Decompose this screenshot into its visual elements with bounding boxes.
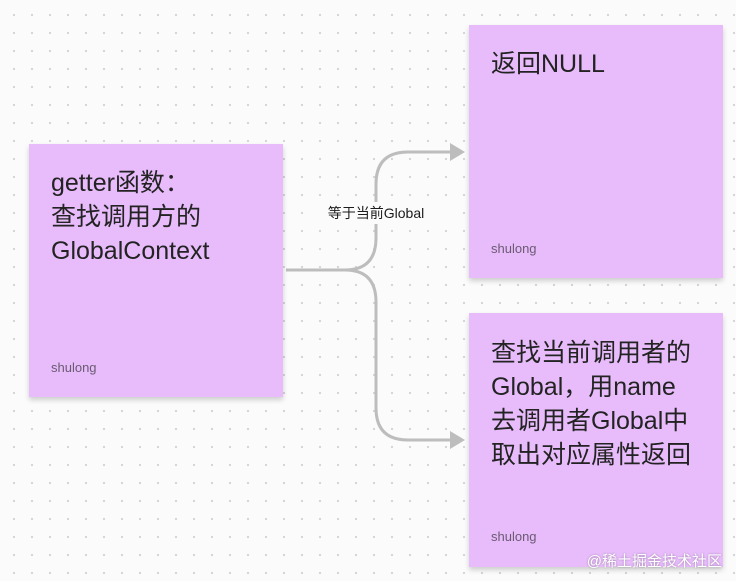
sticky-note-getter[interactable]: getter函数： 查找调用方的 GlobalContext shulong [29,144,283,397]
edge-label: 等于当前Global [305,202,447,224]
sticky-note-lookup-global[interactable]: 查找当前调用者的 Global，用name 去调用者Global中 取出对应属性… [469,313,723,567]
sticky-note-author: shulong [491,241,537,256]
connector-to-bottom [286,268,452,442]
sticky-note-return-null[interactable]: 返回NULL shulong [469,25,723,278]
sticky-note-text: 返回NULL [491,50,605,78]
arrowhead-top [450,143,465,161]
sticky-note-text: getter函数： 查找调用方的 GlobalContext [51,169,210,265]
arrowhead-bottom [450,431,465,449]
sticky-note-author: shulong [51,360,97,375]
sticky-note-author: shulong [491,529,537,544]
sticky-note-text: 查找当前调用者的 Global，用name 去调用者Global中 取出对应属性… [491,339,692,469]
watermark: @稀土掘金技术社区 [586,553,722,570]
